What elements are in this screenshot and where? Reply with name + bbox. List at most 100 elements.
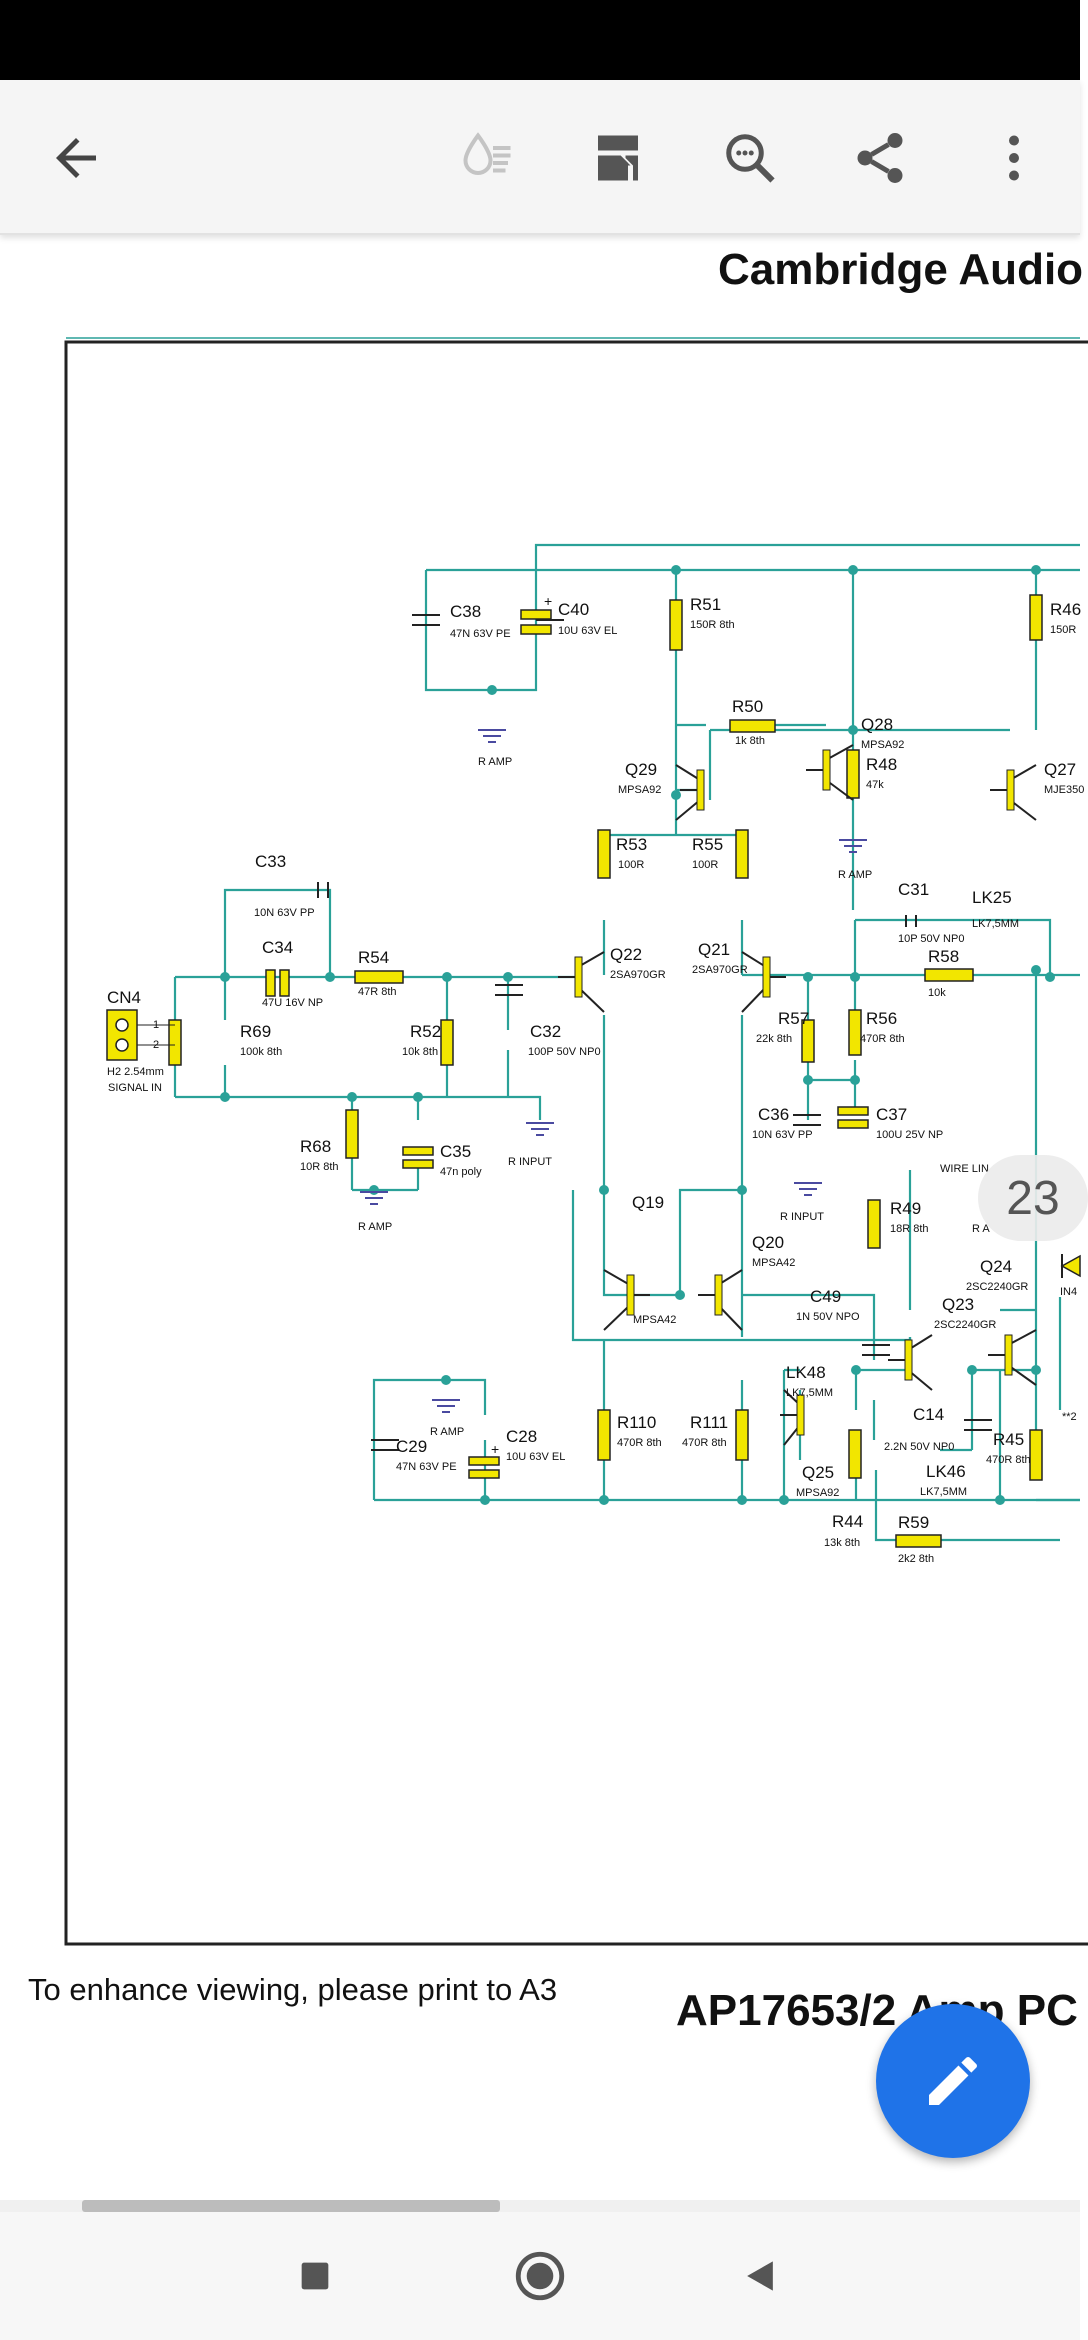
back-button[interactable] [38, 120, 114, 196]
polarized-capacitors [265, 609, 869, 1479]
net-in4: IN4 [1060, 1286, 1077, 1298]
ground-symbol [793, 1182, 823, 1196]
r52-ref: R52 [410, 1022, 441, 1041]
c29-value: 47N 63V PE [396, 1461, 457, 1473]
q23-value: 2SC2240GR [934, 1319, 996, 1331]
c29-ref: C29 [396, 1437, 427, 1456]
back-triangle-icon [747, 2261, 773, 2291]
net-ramp-3: R AMP [358, 1221, 392, 1233]
r48-value: 47k [866, 779, 884, 791]
more-options-button[interactable] [976, 120, 1052, 196]
c37-ref: C37 [876, 1105, 907, 1124]
r110-ref: R110 [617, 1413, 656, 1432]
q29-value: MPSA92 [618, 784, 661, 796]
r46-value: 150R [1050, 624, 1076, 636]
status-bar [0, 0, 1080, 80]
recent-apps-button[interactable] [279, 2240, 351, 2312]
r50-ref: R50 [732, 697, 763, 716]
edit-fab-button[interactable] [876, 2004, 1030, 2158]
q25-ref: Q25 [802, 1463, 834, 1482]
capacitor-symbols [317, 614, 992, 1451]
net-wire-link: WIRE LIN [940, 1163, 989, 1175]
ink-drop-button[interactable] [450, 120, 526, 196]
net-rinput-1: R INPUT [508, 1156, 552, 1168]
q25-value: MPSA92 [796, 1487, 839, 1499]
schematic-diagram[interactable]: C38 47N 63V PE C40 10U 63V EL R51 150R 8… [0, 330, 1088, 1970]
document-viewer[interactable] [0, 237, 1080, 2207]
r110-value: 470R 8th [617, 1437, 662, 1449]
r51-value: 150R 8th [690, 619, 735, 631]
r55-value: 100R [692, 859, 718, 871]
svg-text:+: + [491, 1441, 499, 1457]
q19-ref: Q19 [632, 1193, 664, 1212]
r44-ref: R44 [832, 1512, 863, 1531]
c32-ref: C32 [530, 1022, 561, 1041]
diode-symbol [1060, 1254, 1081, 1278]
r57-ref: R57 [778, 1009, 809, 1028]
q20-value: MPSA42 [752, 1257, 795, 1269]
r59-value: 2k2 8th [898, 1553, 934, 1565]
r69-value: 100k 8th [240, 1046, 282, 1058]
c14-value: 2.2N 50V NP0 [884, 1441, 954, 1453]
r54-value: 47R 8th [358, 986, 397, 998]
net-ramp-4: R AMP [430, 1426, 464, 1438]
c34-value: 47U 16V NP [262, 997, 323, 1009]
r68-ref: R68 [300, 1137, 331, 1156]
document-title: Cambridge Audio [718, 245, 1084, 294]
c40-value: 10U 63V EL [558, 625, 617, 637]
q24-ref: Q24 [980, 1257, 1012, 1276]
r69-ref: R69 [240, 1022, 271, 1041]
r56-ref: R56 [866, 1009, 897, 1028]
search-button[interactable] [712, 120, 788, 196]
c49-ref: C49 [810, 1287, 841, 1306]
r55-ref: R55 [692, 835, 723, 854]
q20-ref: Q20 [752, 1233, 784, 1252]
r51-ref: R51 [690, 595, 721, 614]
r50-value: 1k 8th [735, 735, 765, 747]
lk46-ref: LK46 [926, 1462, 966, 1481]
q21-value: 2SA970GR [692, 964, 748, 976]
c37-value: 100U 25V NP [876, 1129, 943, 1141]
c31-value: 10P 50V NP0 [898, 933, 964, 945]
r52-value: 10k 8th [402, 1046, 438, 1058]
net-rinput-2: R INPUT [780, 1211, 824, 1223]
resistor-bodies [168, 594, 1043, 1548]
q28-ref: Q28 [861, 715, 893, 734]
nav-back-button[interactable] [724, 2240, 796, 2312]
ground-symbol [525, 1122, 555, 1136]
lk48-ref: LK48 [786, 1363, 826, 1382]
c14-ref: C14 [913, 1405, 944, 1424]
c33-value: 10N 63V PP [254, 907, 315, 919]
q27-ref: Q27 [1044, 760, 1076, 779]
page-layout-button[interactable] [580, 120, 656, 196]
r68-value: 10R 8th [300, 1161, 339, 1173]
c40-ref: C40 [558, 600, 589, 619]
junction-dots [220, 565, 1055, 1505]
drawing-frame [64, 340, 1088, 1946]
q23-ref: Q23 [942, 1295, 974, 1314]
r56-value: 470R 8th [860, 1033, 905, 1045]
share-button[interactable] [842, 120, 918, 196]
page-layout-icon [598, 135, 638, 181]
schematic-wires [173, 543, 1080, 1542]
q21-ref: Q21 [698, 940, 730, 959]
c32-value: 100P 50V NP0 [528, 1046, 601, 1058]
component-labels: C38 47N 63V PE C40 10U 63V EL R51 150R 8… [107, 595, 1084, 1565]
lk25-value: LK7,5MM [972, 918, 1019, 930]
q22-value: 2SA970GR [610, 969, 666, 981]
recent-apps-icon [301, 2262, 329, 2290]
document-footer-title: AP17653/2 Amp PC [676, 1986, 1078, 2035]
connector-cn4 [106, 1009, 175, 1061]
net-labels: R AMP R AMP R AMP R AMP R INPUT R INPUT … [358, 756, 1077, 1438]
horizontal-scrollbar[interactable] [82, 2200, 500, 2212]
r45-value: 470R 8th [986, 1454, 1031, 1466]
svg-text:+: + [544, 593, 552, 609]
lk25-ref: LK25 [972, 888, 1012, 907]
cn4-pin1: 1 [153, 1019, 159, 1031]
r45-ref: R45 [993, 1430, 1024, 1449]
more-vert-icon [1009, 135, 1019, 181]
home-button[interactable] [504, 2240, 576, 2312]
c35-ref: C35 [440, 1142, 471, 1161]
r44-value: 13k 8th [824, 1537, 860, 1549]
net-star2: **2 [1062, 1411, 1077, 1423]
